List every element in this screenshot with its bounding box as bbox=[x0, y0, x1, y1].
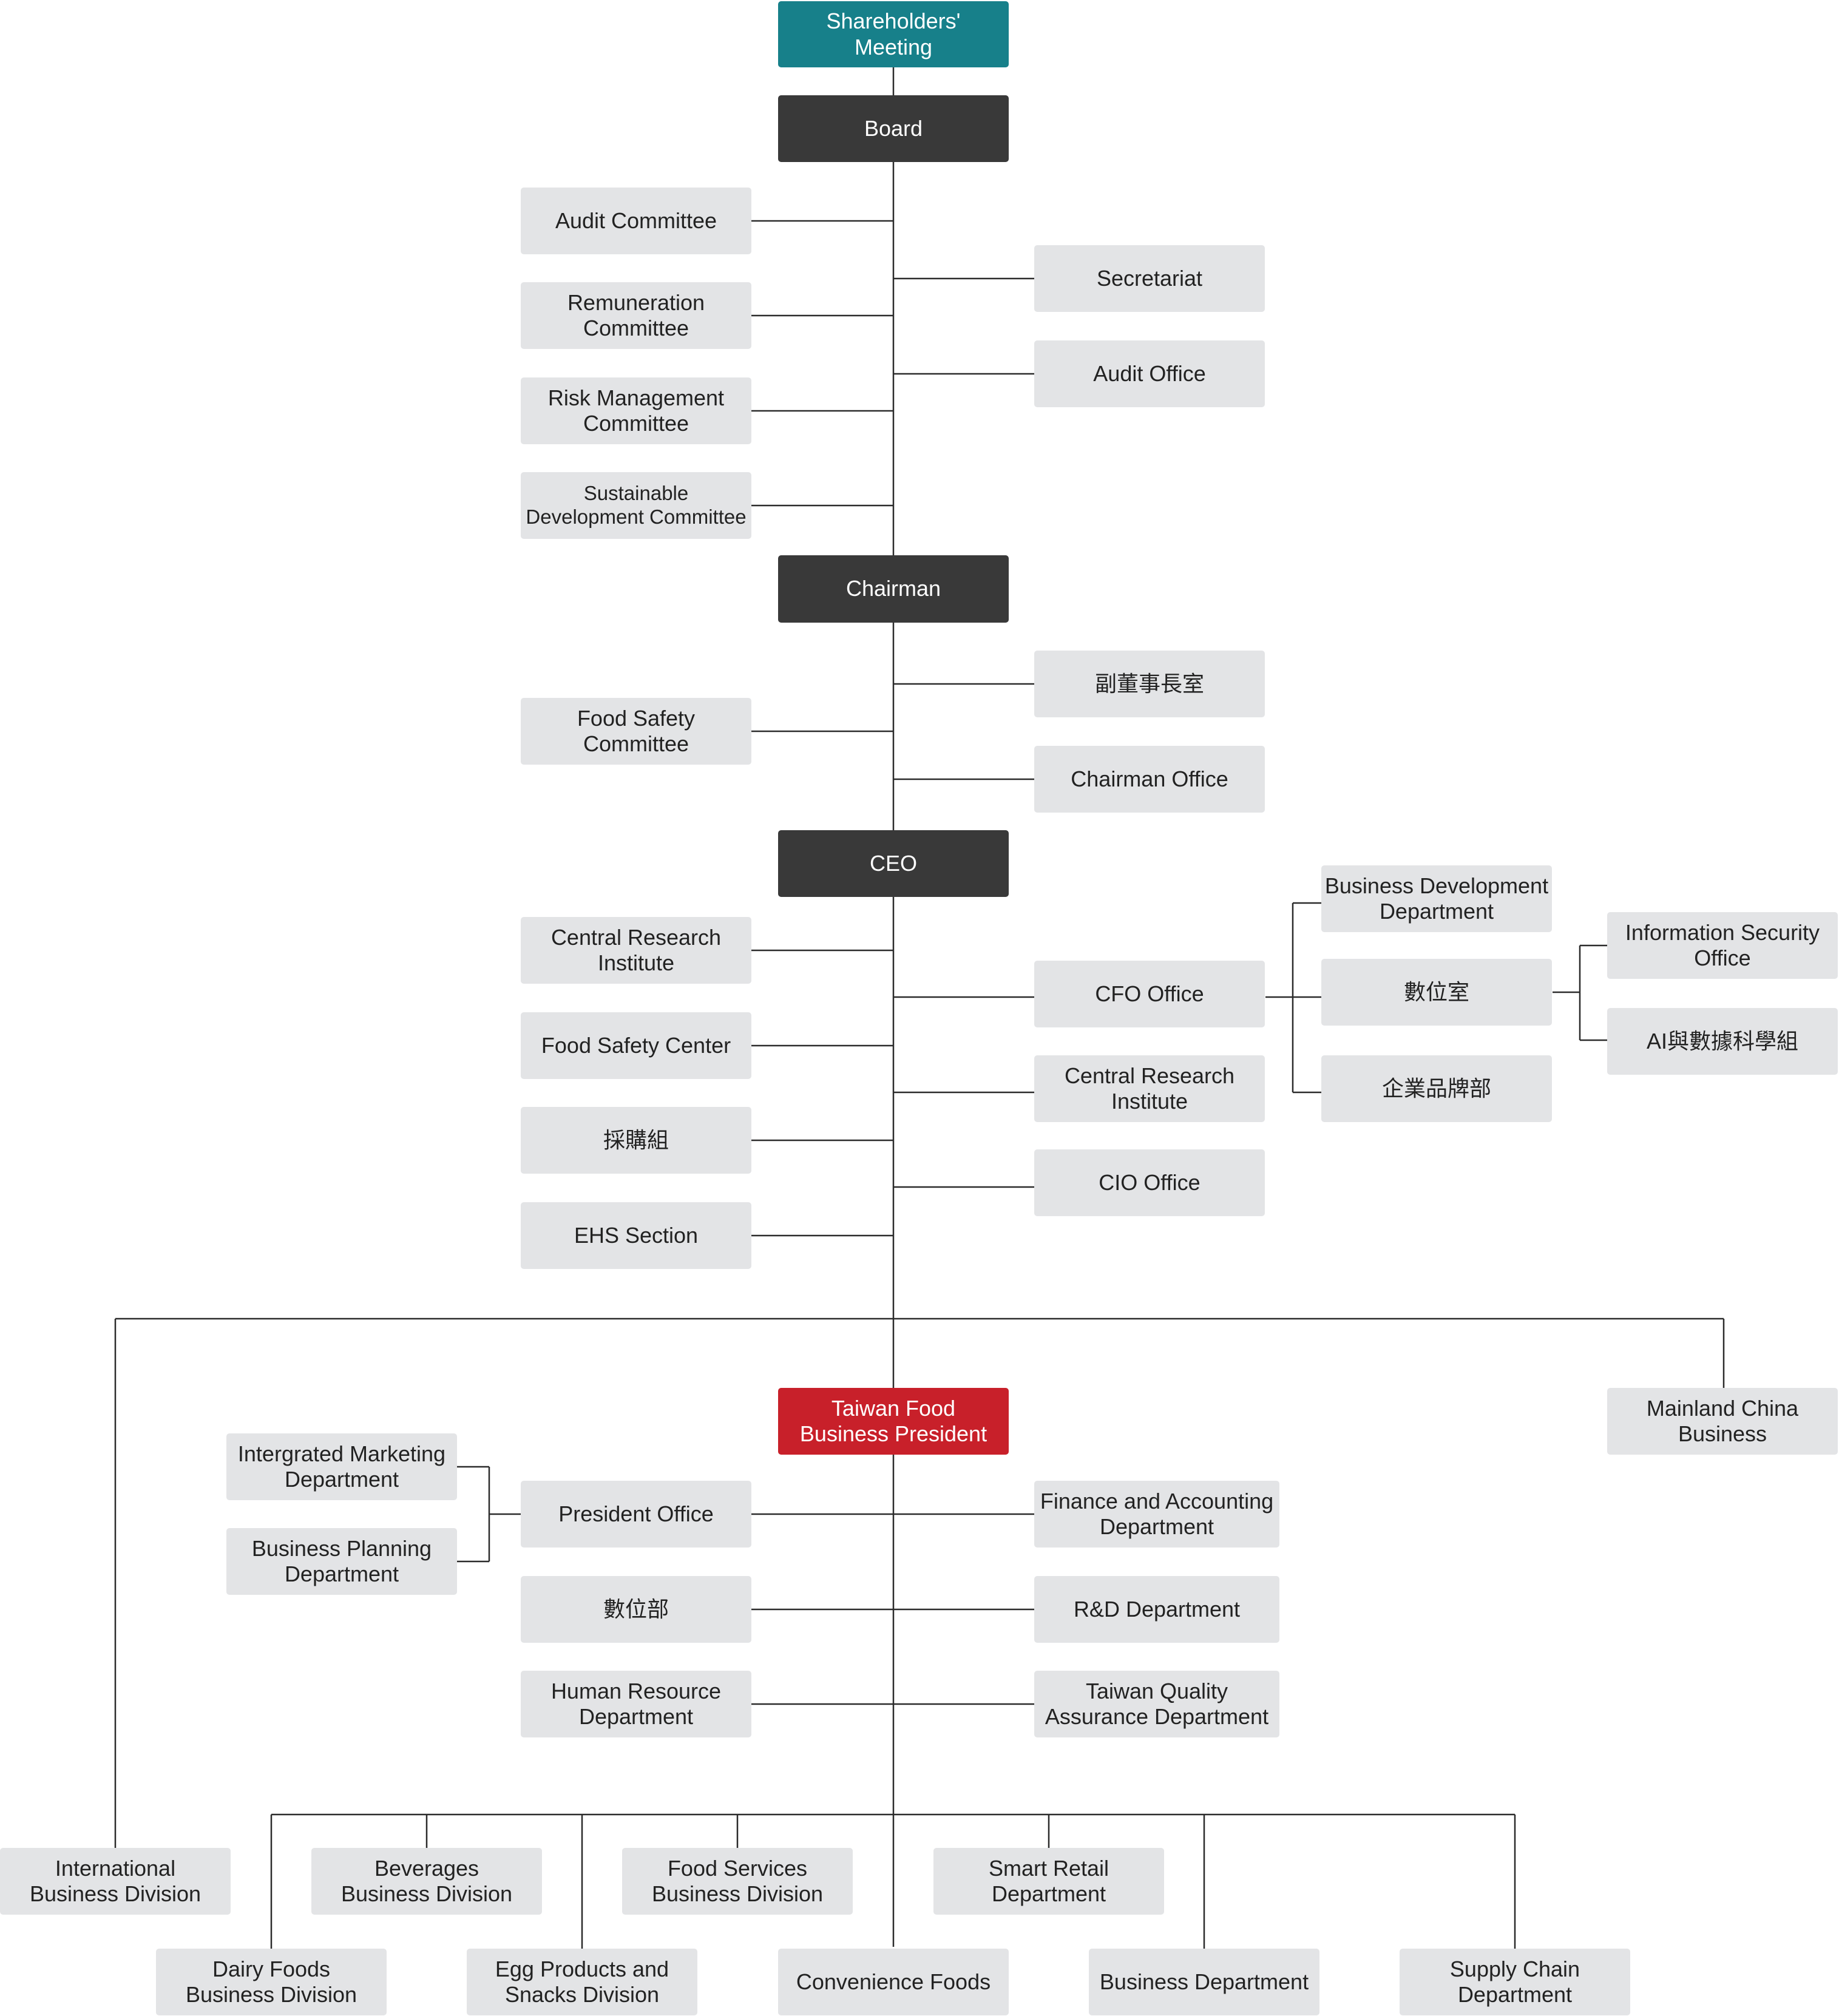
node-information-security-office: Information Security Office bbox=[1607, 912, 1838, 979]
node-international-business-division: International Business Division bbox=[0, 1848, 231, 1915]
node-smart-retail-department: Smart Retail Department bbox=[933, 1848, 1164, 1915]
node-cio-office: CIO Office bbox=[1034, 1149, 1265, 1216]
node-ehs-section: EHS Section bbox=[521, 1202, 751, 1269]
node-shareholders-meeting: Shareholders' Meeting bbox=[778, 1, 1009, 67]
link-president-office-bracket bbox=[457, 1466, 521, 1563]
link-cfo-bracket bbox=[1265, 902, 1321, 1094]
node-board: Board bbox=[778, 95, 1009, 162]
node-ai-data-science-group: AI與數據科學組 bbox=[1607, 1008, 1838, 1075]
node-procurement-group: 採購組 bbox=[521, 1107, 751, 1174]
node-finance-accounting-department: Finance and Accounting Department bbox=[1034, 1481, 1279, 1548]
node-business-development-department: Business Development Department bbox=[1321, 865, 1552, 932]
node-taiwan-quality-assurance-department: Taiwan Quality Assurance Department bbox=[1034, 1671, 1279, 1737]
node-president-office: President Office bbox=[521, 1481, 751, 1548]
node-cfo-office: CFO Office bbox=[1034, 961, 1265, 1027]
node-mainland-china-business: Mainland China Business bbox=[1607, 1388, 1838, 1455]
node-business-department: Business Department bbox=[1089, 1949, 1319, 2015]
link-division-bar bbox=[114, 1318, 1725, 1848]
node-central-research-institute-left: Central Research Institute bbox=[521, 917, 751, 984]
node-taiwan-food-business-president: Taiwan Food Business President bbox=[778, 1388, 1009, 1455]
node-secretariat: Secretariat bbox=[1034, 245, 1265, 312]
node-sustainable-development-committee: Sustainable Development Committee bbox=[521, 472, 751, 539]
node-audit-committee: Audit Committee bbox=[521, 188, 751, 254]
node-vice-chairman-office: 副董事長室 bbox=[1034, 651, 1265, 717]
node-beverages-business-division: Beverages Business Division bbox=[311, 1848, 542, 1915]
link-digital-bracket bbox=[1553, 944, 1607, 1041]
node-convenience-foods: Convenience Foods bbox=[778, 1949, 1009, 2015]
node-digital-department: 數位部 bbox=[521, 1576, 751, 1643]
node-central-research-institute-right: Central Research Institute bbox=[1034, 1055, 1265, 1122]
node-chairman: Chairman bbox=[778, 555, 1009, 623]
node-supply-chain-department: Supply Chain Department bbox=[1400, 1949, 1630, 2015]
node-business-planning-department: Business Planning Department bbox=[226, 1528, 457, 1595]
node-integrated-marketing-department: Intergrated Marketing Department bbox=[226, 1433, 457, 1500]
node-rd-department: R&D Department bbox=[1034, 1576, 1279, 1643]
node-remuneration-committee: Remuneration Committee bbox=[521, 282, 751, 349]
node-egg-products-snacks-division: Egg Products and Snacks Division bbox=[467, 1949, 697, 2015]
node-ceo: CEO bbox=[778, 830, 1009, 897]
node-dairy-foods-business-division: Dairy Foods Business Division bbox=[156, 1949, 387, 2015]
node-food-safety-center: Food Safety Center bbox=[521, 1012, 751, 1079]
node-risk-management-committee: Risk Management Committee bbox=[521, 377, 751, 444]
node-food-services-business-division: Food Services Business Division bbox=[622, 1848, 853, 1915]
node-chairman-office: Chairman Office bbox=[1034, 746, 1265, 813]
node-corporate-brand-department: 企業品牌部 bbox=[1321, 1055, 1552, 1122]
node-human-resource-department: Human Resource Department bbox=[521, 1671, 751, 1737]
node-food-safety-committee: Food Safety Committee bbox=[521, 698, 751, 765]
node-audit-office: Audit Office bbox=[1034, 340, 1265, 407]
node-digital-office: 數位室 bbox=[1321, 959, 1552, 1026]
